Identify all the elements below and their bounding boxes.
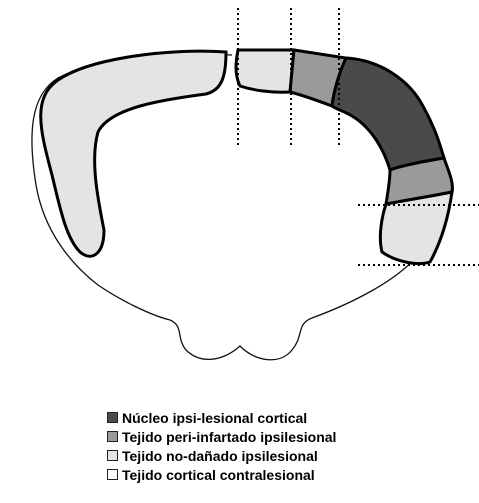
legend-label-contralesional: Tejido cortical contralesional — [122, 467, 315, 483]
legend-item-peri: Tejido peri-infartado ipsilesional — [107, 427, 336, 446]
region-contralesional-cortex — [41, 51, 226, 256]
legend-item-contralesional: Tejido cortical contralesional — [107, 465, 336, 484]
legend: Núcleo ipsi-lesional cortical Tejido per… — [107, 408, 336, 484]
legend-label-core: Núcleo ipsi-lesional cortical — [122, 410, 307, 426]
legend-swatch-undamaged — [107, 450, 118, 461]
legend-item-core: Núcleo ipsi-lesional cortical — [107, 408, 336, 427]
region-core — [332, 58, 444, 170]
legend-label-undamaged: Tejido no-dañado ipsilesional — [122, 448, 318, 464]
legend-label-peri: Tejido peri-infartado ipsilesional — [122, 429, 336, 445]
legend-swatch-core — [107, 412, 118, 423]
legend-item-undamaged: Tejido no-dañado ipsilesional — [107, 446, 336, 465]
region-undamaged-top — [236, 50, 294, 92]
region-undamaged-lower — [380, 192, 452, 264]
legend-swatch-peri — [107, 431, 118, 442]
legend-swatch-contralesional — [107, 469, 118, 480]
